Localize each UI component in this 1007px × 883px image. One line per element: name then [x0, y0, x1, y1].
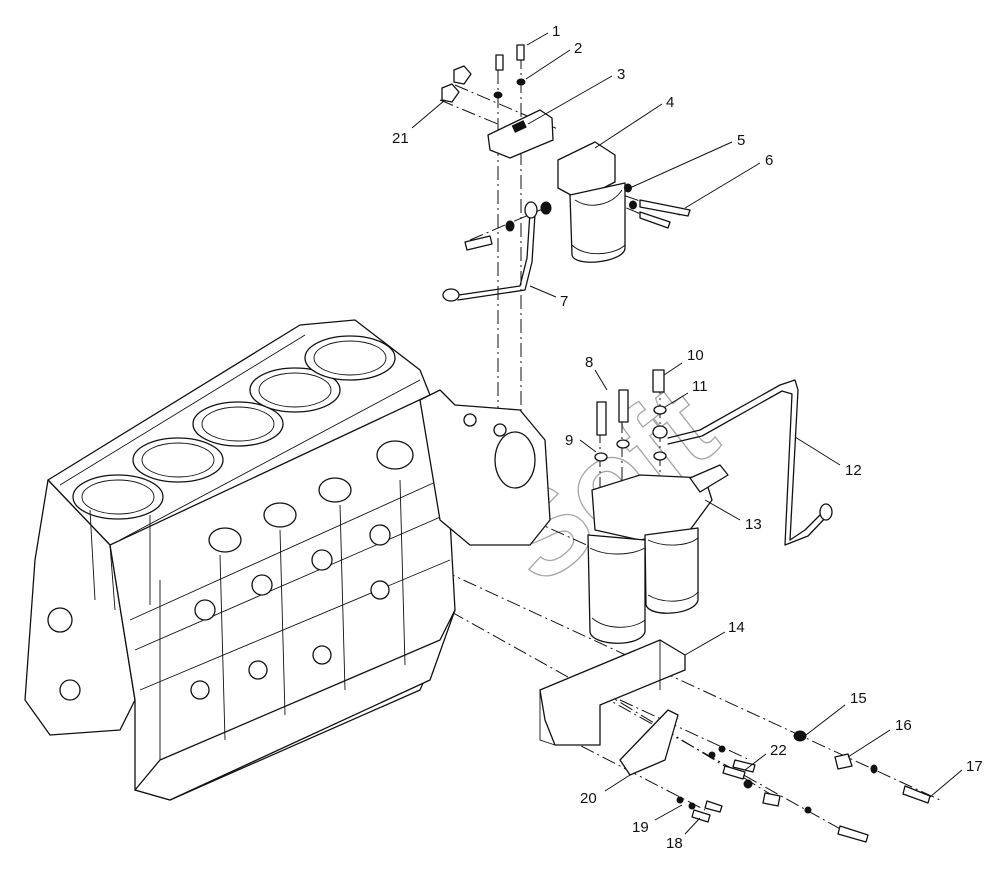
filter-canister-right	[644, 527, 699, 614]
cylinder-bores	[72, 335, 396, 520]
washer-2	[516, 78, 526, 86]
callout-7: 7	[560, 293, 568, 310]
fuel-line-12	[667, 379, 826, 541]
callout-1: 1	[552, 23, 560, 40]
callout-8: 8	[585, 354, 593, 371]
callout-16: 16	[895, 717, 912, 734]
filter-head-13	[591, 474, 713, 541]
nut-21	[441, 83, 460, 103]
callout-18: 18	[666, 835, 683, 852]
callout-10: 10	[687, 347, 704, 364]
callout-2: 2	[574, 40, 582, 57]
bolt-8a	[596, 401, 607, 436]
callout-5: 5	[737, 132, 745, 149]
callout-4: 4	[666, 94, 674, 111]
callout-leaders	[411, 32, 963, 835]
filter-head	[557, 141, 616, 201]
callout-13: 13	[745, 516, 762, 533]
bolt-16	[834, 753, 853, 770]
callout-labels: 1 2 3 4 5 6 7 8 9 10 11 12 13 14 15 16 1…	[392, 23, 983, 852]
washer-9	[594, 452, 608, 462]
bolt-10	[652, 369, 665, 393]
callout-9: 9	[565, 432, 573, 449]
bolt-17	[902, 785, 931, 804]
bolt-18	[691, 809, 711, 823]
callout-19: 19	[632, 819, 649, 836]
upper-filter-canister	[569, 182, 626, 263]
filter-canister-left	[587, 534, 646, 644]
washer-11	[653, 405, 667, 415]
lower-filter-assembly	[539, 369, 931, 843]
callout-12: 12	[845, 462, 862, 479]
callout-20: 20	[580, 790, 597, 807]
callout-15: 15	[850, 690, 867, 707]
washer-15	[793, 730, 807, 742]
upper-bracket	[487, 109, 554, 159]
bolt-6	[639, 199, 691, 217]
upper-filter-assembly	[441, 44, 691, 302]
callout-6: 6	[765, 152, 773, 169]
bolt-1	[516, 44, 525, 61]
callout-22: 22	[770, 742, 787, 759]
lower-bracket-14	[539, 639, 686, 746]
bracket-20	[619, 709, 679, 776]
callout-17: 17	[966, 758, 983, 775]
washer-5	[624, 183, 632, 193]
callout-11: 11	[692, 378, 708, 395]
callout-21: 21	[392, 130, 409, 147]
callout-14: 14	[728, 619, 745, 636]
fuel-line-7	[451, 211, 531, 297]
engine-block	[24, 319, 551, 801]
callout-3: 3	[617, 66, 625, 83]
